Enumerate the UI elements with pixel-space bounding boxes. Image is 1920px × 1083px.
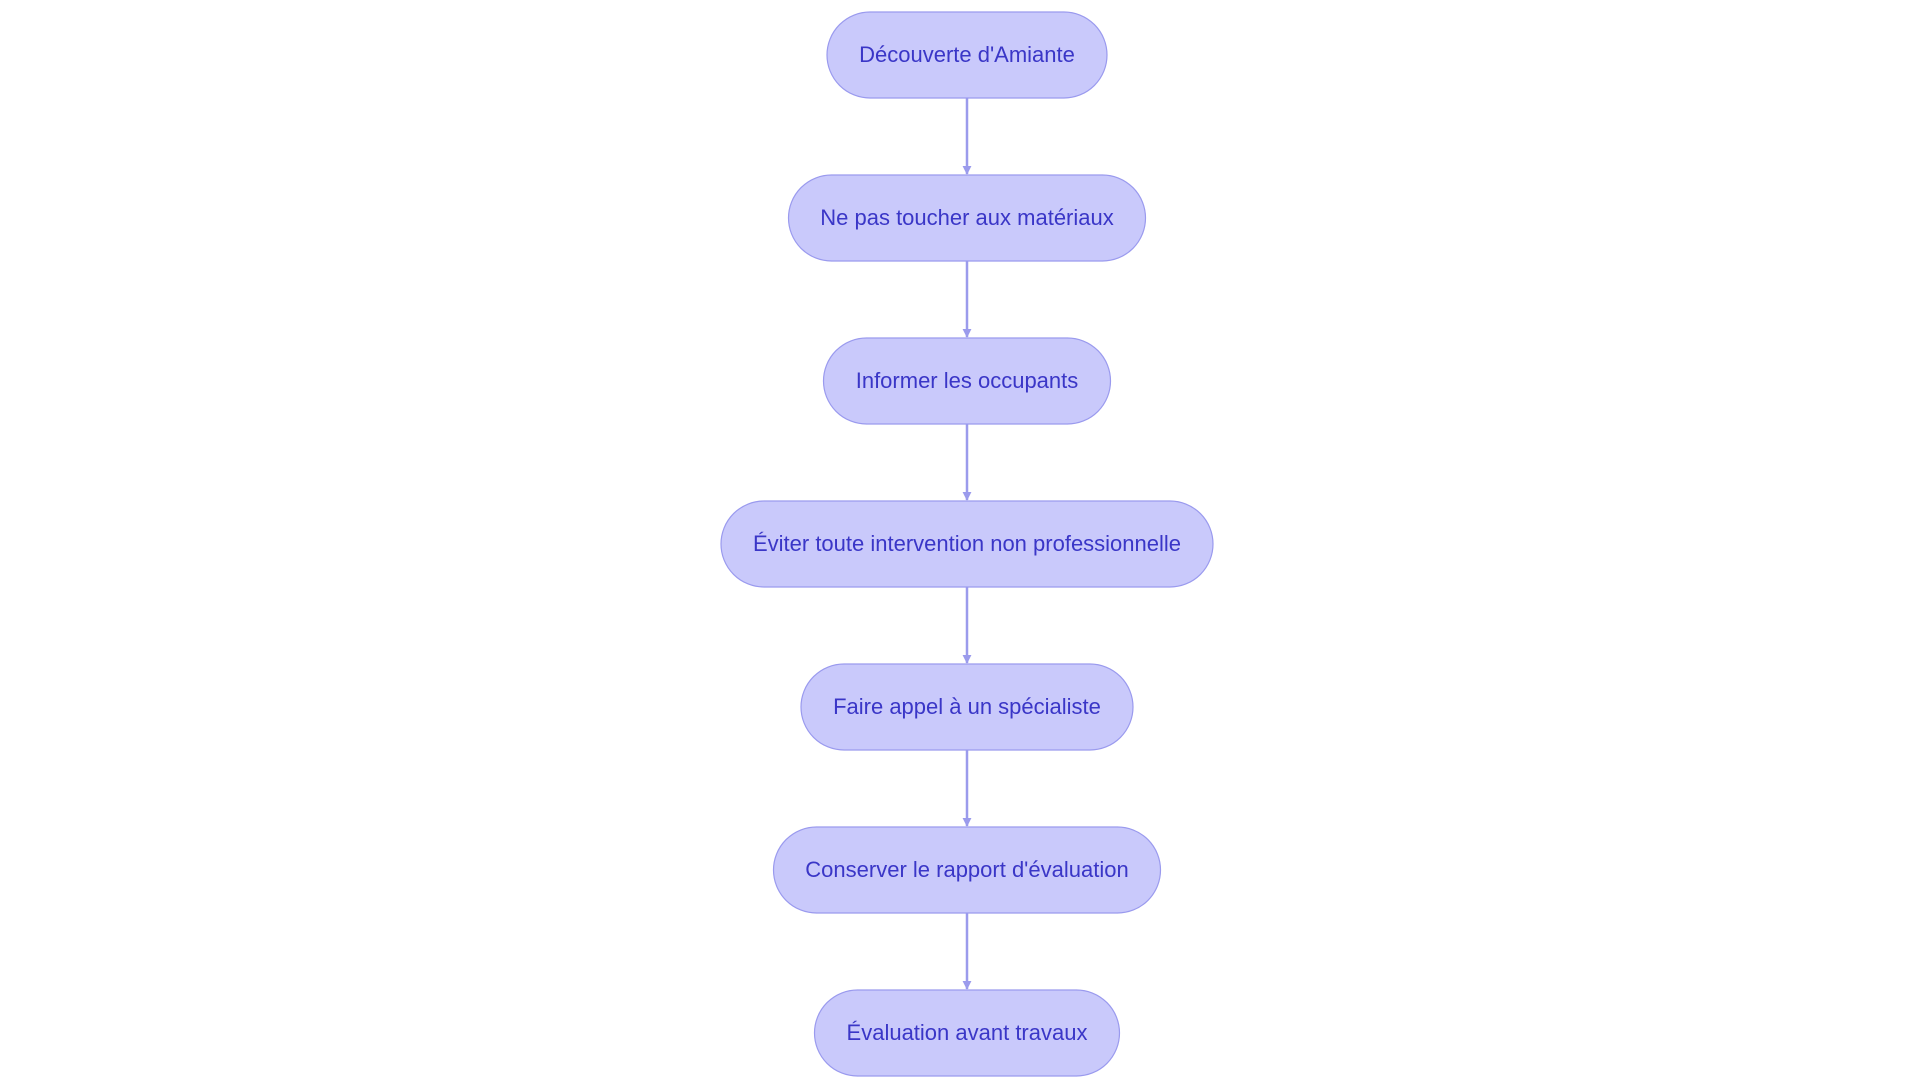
flow-node-label: Informer les occupants (856, 368, 1079, 393)
flow-node-label: Conserver le rapport d'évaluation (805, 857, 1128, 882)
flow-node-label: Faire appel à un spécialiste (833, 694, 1101, 719)
flow-node-label: Découverte d'Amiante (859, 42, 1075, 67)
flow-node: Conserver le rapport d'évaluation (772, 826, 1162, 914)
flow-node-pill (720, 500, 1214, 588)
flow-node: Évaluation avant travaux (813, 989, 1121, 1077)
flow-node: Découverte d'Amiante (826, 11, 1108, 99)
flow-node: Éviter toute intervention non profession… (720, 500, 1214, 588)
flow-node-pill (787, 174, 1147, 262)
flow-node-pill (772, 826, 1162, 914)
flow-node-label: Ne pas toucher aux matériaux (820, 205, 1114, 230)
flow-node-pill (813, 989, 1121, 1077)
flow-node-pill (800, 663, 1134, 751)
flow-node: Faire appel à un spécialiste (800, 663, 1134, 751)
flow-node: Ne pas toucher aux matériaux (787, 174, 1147, 262)
flow-node-pill (826, 11, 1108, 99)
flow-node-label: Évaluation avant travaux (847, 1020, 1088, 1045)
flow-node-label: Éviter toute intervention non profession… (753, 531, 1181, 556)
flow-node-pill (822, 337, 1112, 425)
flow-node: Informer les occupants (822, 337, 1112, 425)
nodes: Découverte d'Amiante Ne pas toucher aux m… (720, 11, 1214, 1077)
